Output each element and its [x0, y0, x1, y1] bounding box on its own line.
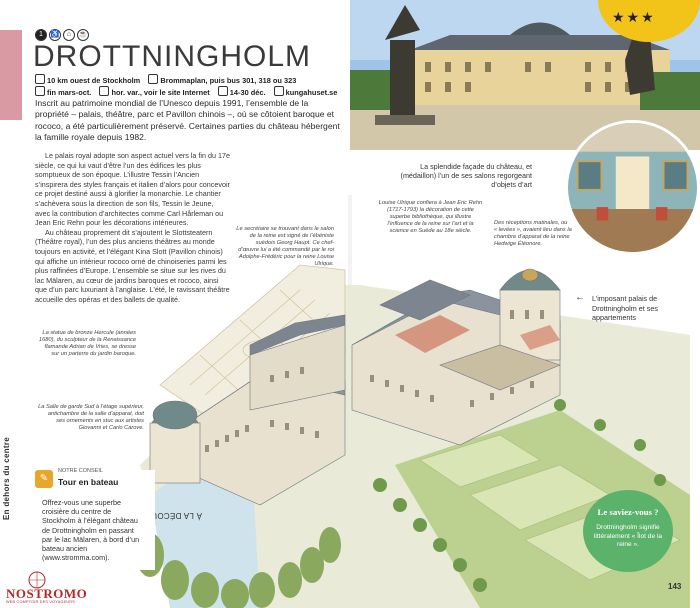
info-website[interactable]: kungahuset.se — [285, 88, 338, 97]
clock-icon — [99, 86, 110, 96]
subsection-name: En dehors du centre — [2, 436, 11, 520]
tip-text: Offrez-vous une superbe croisière du cen… — [42, 498, 140, 563]
nostromo-logo — [28, 571, 46, 589]
intro-paragraph: Inscrit au patrimoine mondial de l’Unesc… — [35, 98, 340, 142]
section-label: À LA DÉCOUVERTE DE En dehors du centre — [2, 320, 202, 520]
web-icon — [273, 86, 284, 96]
wheelchair-icon: ♿ — [49, 29, 61, 41]
icons-row: 1 ♿ ⌂ ☕ — [35, 29, 89, 41]
info-transport: Brommaplan, puis bus 301, 318 ou 323 — [160, 76, 297, 85]
body-text: Le palais royal adopte son aspect actuel… — [35, 151, 230, 305]
section-tab — [0, 30, 22, 120]
illustration-caption: L’imposant palais de Drottningholm et se… — [592, 294, 658, 322]
info-season: fin mars-oct. — [47, 88, 92, 97]
tip-kicker: NOTRE CONSEIL — [58, 468, 103, 474]
note-secretaire: Le secrétaire se trouvant dans le salon … — [236, 226, 334, 267]
number-badge: 1 — [35, 29, 47, 41]
info-hours: hor. var., voir le site Internet — [111, 88, 210, 97]
logo-wordmark: NOSTROMO — [6, 586, 88, 601]
info-dates: 14-30 déc. — [229, 88, 266, 97]
did-you-know-badge: Le saviez-vous ? Drottningholm signifie … — [583, 490, 673, 572]
date-icon — [217, 86, 228, 96]
photo-caption: La splendide façade du château, et (méda… — [400, 162, 532, 189]
palace-photo — [350, 0, 700, 150]
logo-tagline: WEB COMPTOIR DES VOYAGEURS — [6, 600, 75, 604]
note-salle-garde: La Salle de garde Sud à l’étage supérieu… — [38, 404, 144, 431]
bus-icon — [148, 74, 159, 84]
rating-badge — [598, 0, 700, 42]
tip-box — [35, 470, 155, 570]
tip-icon: ✎ — [35, 470, 53, 488]
cafe-icon: ☕ — [77, 29, 89, 41]
info-location: 10 km ouest de Stockholm — [47, 76, 141, 85]
page-title: DROTTNINGHOLM — [33, 40, 311, 73]
body-paragraph: Le palais royal adopte son aspect actuel… — [35, 151, 230, 228]
did-you-know-title: Le saviez-vous ? — [597, 507, 659, 517]
note-hercule: La statue de bronze Hercule (années 1680… — [38, 330, 136, 357]
tip-title: Tour en bateau — [58, 477, 119, 487]
location-icon — [35, 74, 45, 84]
practical-info: 10 km ouest de Stockholm Brommaplan, pui… — [35, 74, 338, 98]
note-receptions: Des réceptions matinales, ou « levées »,… — [494, 220, 572, 247]
salon-photo-medallion — [565, 120, 700, 255]
rating-stars: ★★★ — [612, 9, 656, 25]
did-you-know-text: Drottningholm signifie littéralement « Î… — [593, 524, 663, 548]
calendar-icon — [35, 86, 45, 96]
shop-icon: ⌂ — [63, 29, 75, 41]
palace-illustration — [136, 195, 690, 608]
arrow-left-icon: ← — [575, 292, 585, 303]
note-louise: Louise Ulrique confiera à Jean Eric Rehn… — [378, 200, 483, 234]
body-paragraph: Au château proprement dit s’ajoutent le … — [35, 227, 230, 304]
page-number: 143 — [668, 582, 682, 591]
